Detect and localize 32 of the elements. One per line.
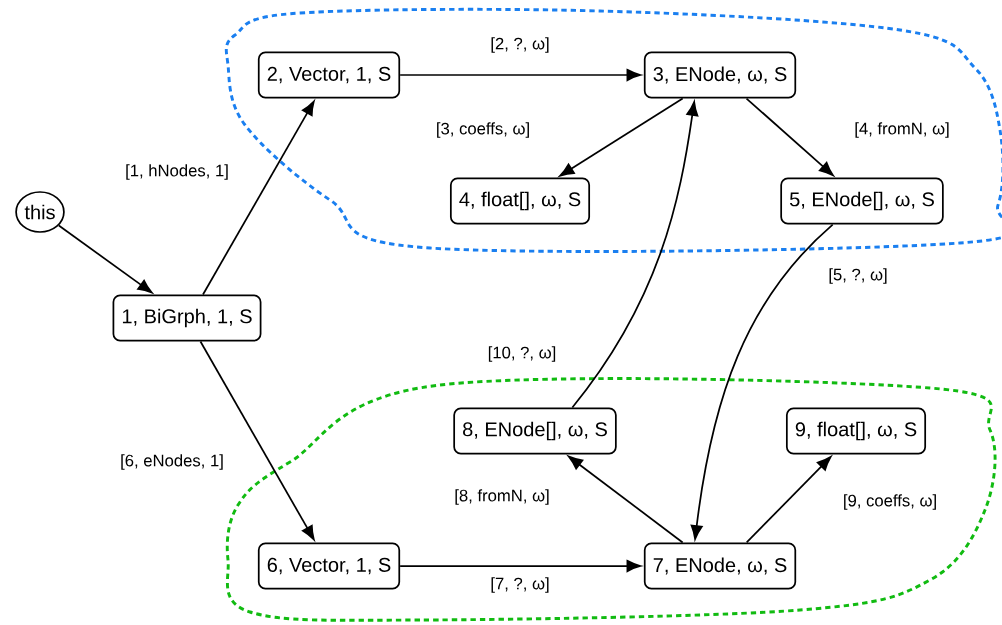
- arrow: [202, 100, 315, 296]
- edge-label: [9, coeffs, ω]: [840, 492, 940, 512]
- arrow: [199, 340, 315, 541]
- region-outline: [225, 377, 997, 622]
- object-box: 5, ENode[], ω, S: [780, 177, 944, 225]
- edge-label: [6, eNodes, 1]: [118, 452, 226, 472]
- arrow: [399, 560, 642, 572]
- object-box: 4, float[], ω, S: [449, 177, 591, 225]
- edge-label: [5, ?, ω]: [826, 266, 890, 286]
- edge-label: [10, ?, ω]: [485, 344, 559, 364]
- edge-label: [4, fromN, ω]: [852, 120, 952, 140]
- object-box: 9, float[], ω, S: [785, 407, 927, 455]
- edge-label: [3, coeffs, ω]: [433, 120, 533, 140]
- arrow: [745, 456, 832, 544]
- arrow: [745, 97, 834, 176]
- arrow: [559, 97, 684, 177]
- edge-label: [2, ?, ω]: [488, 35, 552, 55]
- object-box: 8, ENode[], ω, S: [453, 407, 617, 455]
- edge-label: [1, hNodes, 1]: [123, 162, 231, 182]
- object-box: 1, BiGrph, 1, S: [112, 294, 262, 342]
- object-box: 2, Vector, 1, S: [257, 51, 401, 99]
- edge-label: [7, ?, ω]: [488, 575, 552, 595]
- object-box: 6, Vector, 1, S: [257, 542, 401, 590]
- edge-label: [8, fromN, ω]: [452, 487, 552, 507]
- arrow: [568, 455, 684, 544]
- arrow: [399, 69, 642, 81]
- arrow: [571, 101, 699, 409]
- ellipse-node: this: [15, 191, 65, 233]
- arrow: [57, 224, 153, 294]
- arrow: [690, 223, 834, 540]
- object-box: 7, ENode, ω, S: [643, 542, 797, 590]
- object-box: 3, ENode, ω, S: [643, 51, 797, 99]
